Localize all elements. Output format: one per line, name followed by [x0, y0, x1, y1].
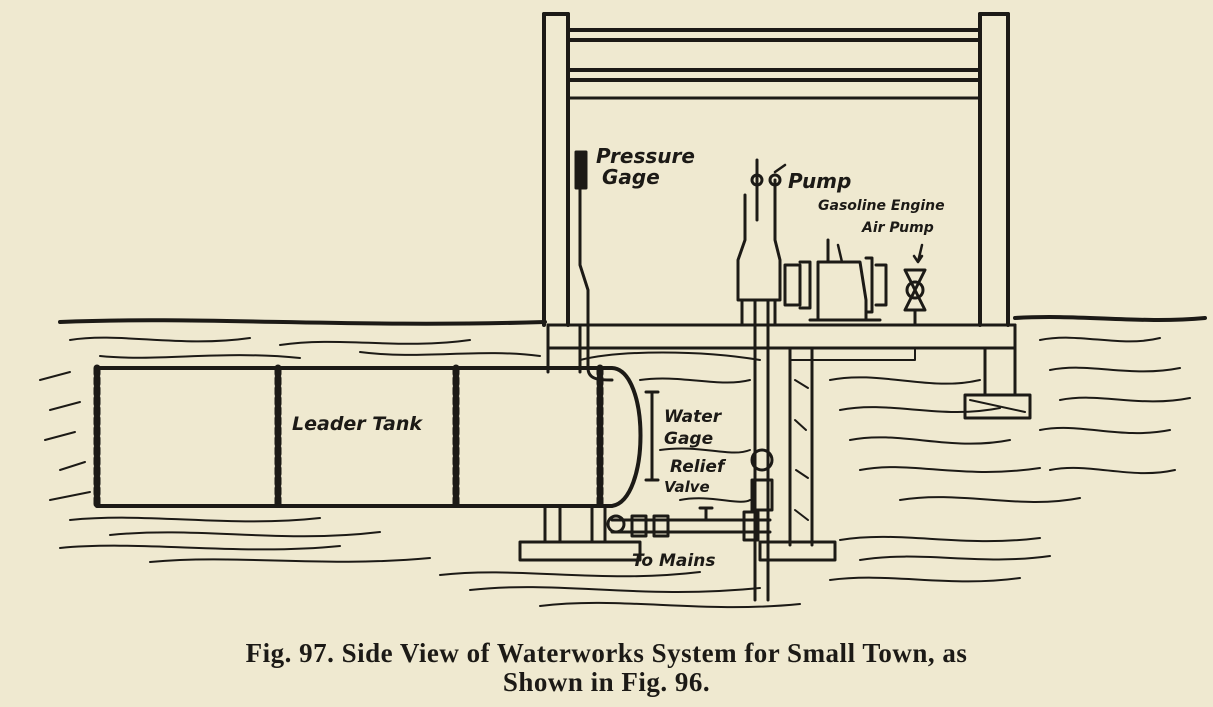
- water-gage-label-line2: Gage: [664, 429, 713, 449]
- caption-line-2: Shown in Fig. 96.: [502, 667, 711, 697]
- gasoline-engine: [783, 238, 888, 322]
- to-mains-label: To Mains: [632, 551, 715, 571]
- diagram-drawing: Pressure Gage Pump Gasoline Engine Air P…: [39, 12, 1207, 609]
- water-gage: [644, 390, 660, 482]
- pump-pit-wall: [788, 346, 814, 547]
- relief-valve-label-line2: Valve: [664, 478, 710, 496]
- pressure-gage: [574, 150, 614, 382]
- gasoline-engine-label: Gasoline Engine: [818, 198, 945, 214]
- pump: [736, 158, 782, 327]
- pump-riser-pipe: [750, 298, 774, 602]
- figure-caption: Fig. 97. Side View of Waterworks System …: [60, 639, 1153, 697]
- caption-line-1: Fig. 97. Side View of Waterworks System …: [245, 638, 968, 668]
- pressure-gage-label-line2: Gage: [602, 165, 660, 189]
- tank-supports: [543, 504, 607, 544]
- air-pump: [898, 268, 932, 327]
- footings: [518, 393, 1032, 562]
- pump-house-frame: [542, 12, 1010, 327]
- callout-arrows: [773, 163, 924, 264]
- leader-tank: [93, 364, 643, 510]
- concrete-slab: [546, 323, 1017, 397]
- ground-hatching: [39, 315, 1207, 609]
- pump-label: Pump: [788, 169, 851, 193]
- air-pump-label: Air Pump: [861, 220, 934, 236]
- leader-tank-label: Leader Tank: [292, 413, 423, 435]
- water-gage-label-line1: Water: [664, 407, 723, 427]
- relief-valve-label-line1: Relief: [670, 457, 727, 477]
- main-piping: [606, 506, 772, 542]
- pressure-gage-label-line1: Pressure: [596, 144, 695, 168]
